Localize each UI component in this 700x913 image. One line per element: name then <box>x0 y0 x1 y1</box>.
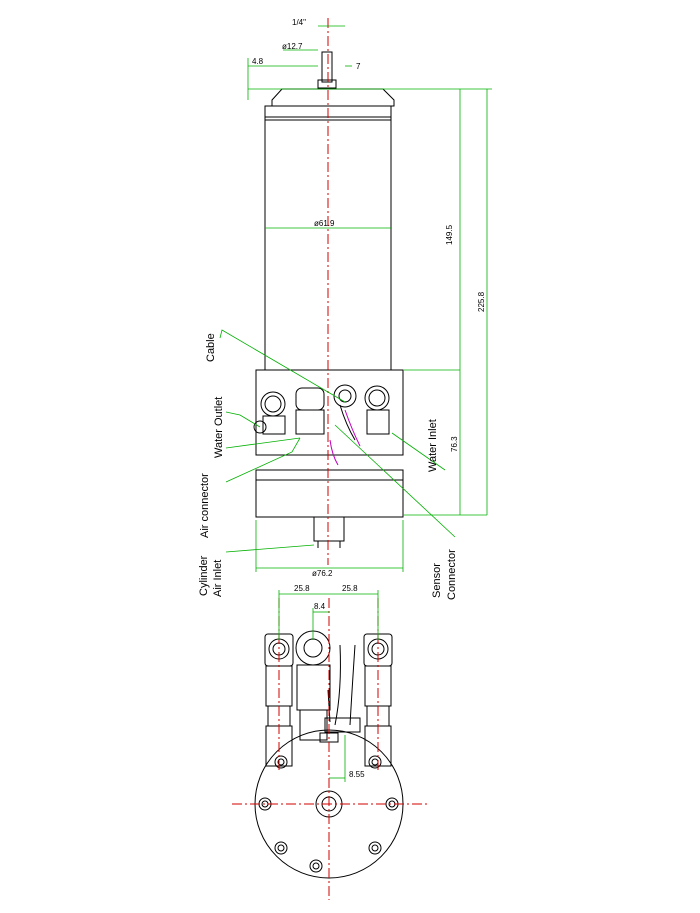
cable-gland <box>333 384 357 441</box>
label-water-inlet: Water Inlet <box>427 419 439 472</box>
dim-shaft-tip: 1/4" <box>292 18 306 27</box>
dim-base-dia: ø76.2 <box>312 569 333 578</box>
cable-wire <box>344 409 361 447</box>
dim-right-offset: 25.8 <box>342 584 358 593</box>
dim-left-offset: 25.8 <box>294 584 310 593</box>
air-connector-fitting <box>295 387 325 435</box>
shaft-collar <box>317 79 337 89</box>
sensor-wire <box>329 439 339 466</box>
sensor-connector <box>253 420 267 434</box>
flange-notch <box>319 732 339 743</box>
dim-body-length: 149.5 <box>445 224 454 245</box>
dim-shaft-dia: ø12.7 <box>282 42 303 51</box>
cylinder-air-inlet <box>313 516 345 542</box>
dim-cap-height: 76.3 <box>450 436 459 452</box>
base-ring <box>255 469 404 518</box>
bottom-centerlines <box>232 598 428 900</box>
dim-body-dia: ø61.9 <box>314 219 335 228</box>
label-cylinder: Cylinder <box>198 555 210 596</box>
water-inlet-fitting <box>364 385 390 435</box>
dim-center-offset: 8.4 <box>314 602 326 611</box>
dim-sensor-offset: 8.55 <box>349 770 365 779</box>
lower-housing <box>255 369 404 456</box>
shaft <box>321 51 333 83</box>
label-water-outlet: Water Outlet <box>213 397 225 458</box>
bottom-dimensions <box>278 590 379 782</box>
cable-bundle <box>324 644 361 733</box>
label-air-inlet: Air Inlet <box>212 560 224 597</box>
dim-overall-length: 225.8 <box>477 291 486 312</box>
dim-shaft-step: 7 <box>356 62 361 71</box>
label-connector: Connector <box>446 549 458 600</box>
label-cable: Cable <box>205 333 217 362</box>
water-outlet-fitting <box>260 391 286 435</box>
top-cap <box>271 88 395 107</box>
label-sensor: Sensor <box>431 563 443 598</box>
side-dimensions <box>247 25 492 572</box>
label-air-connector: Air connector <box>199 473 211 538</box>
dim-shoulder: 4.8 <box>252 57 264 66</box>
leader-lines <box>219 329 456 553</box>
bolt-holes <box>258 755 399 873</box>
